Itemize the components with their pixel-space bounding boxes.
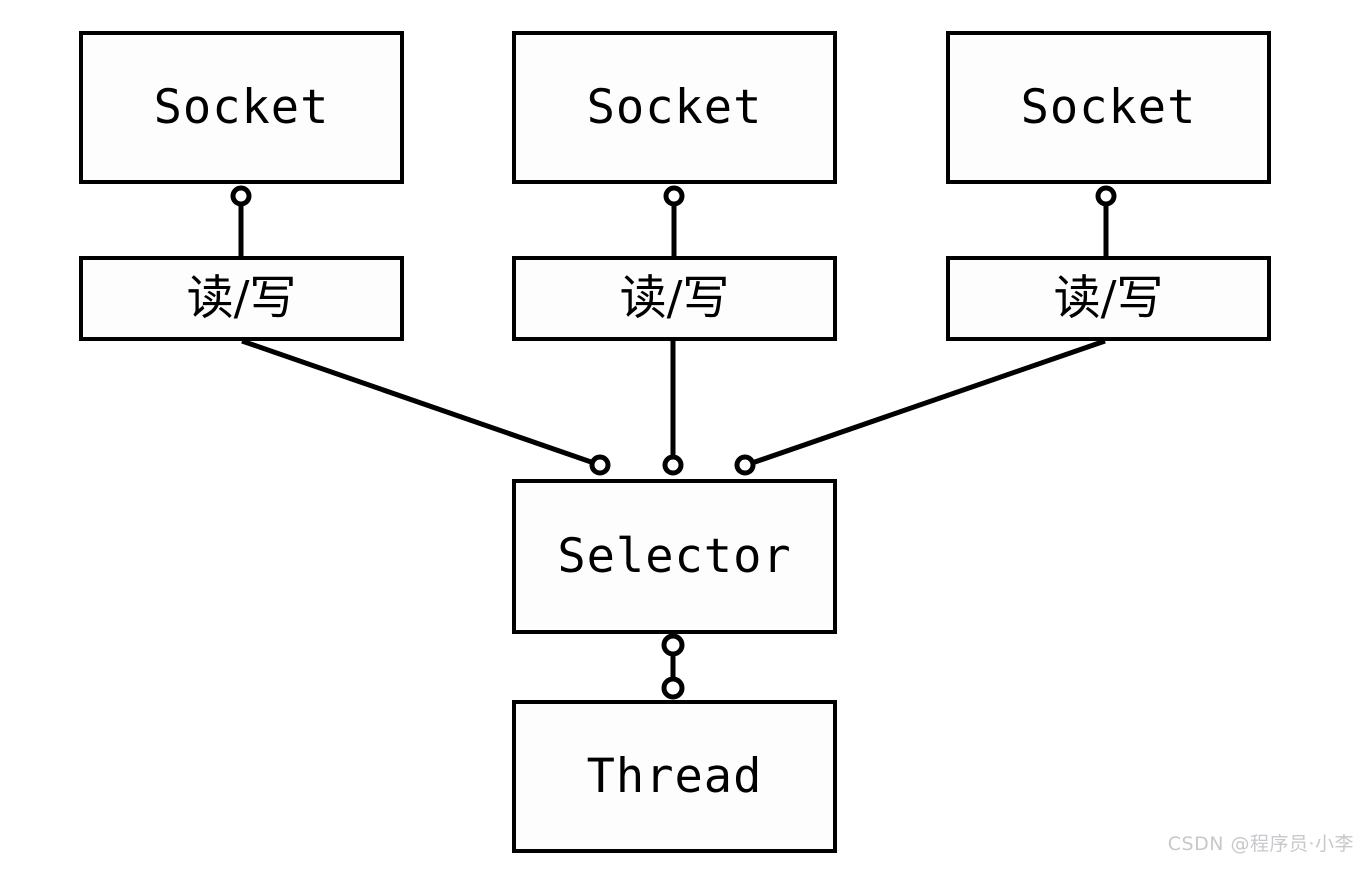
node-label-thread: Thread [586, 749, 763, 804]
node-rw-3[interactable]: 读/写 [946, 256, 1271, 341]
connector-endpoint-circle [662, 454, 684, 476]
connector-rw2-selector [662, 341, 684, 476]
node-label-rw-2: 读/写 [619, 271, 730, 326]
node-label-socket-2: Socket [586, 80, 763, 135]
connector-socket2-rw2 [663, 185, 685, 258]
watermark-text: CSDN @程序员·小李 [1167, 833, 1354, 855]
connector-rw1-selector [241, 338, 611, 476]
connector-rw3-selector [734, 338, 1106, 476]
connector-endpoint-circle [734, 454, 756, 476]
node-rw-2[interactable]: 读/写 [512, 256, 837, 341]
node-selector[interactable]: Selector [512, 479, 837, 634]
node-label-socket-3: Socket [1020, 80, 1197, 135]
connector-endpoint-circle [663, 185, 685, 207]
node-thread[interactable]: Thread [512, 700, 837, 853]
node-socket-1[interactable]: Socket [79, 31, 404, 184]
node-rw-1[interactable]: 读/写 [79, 256, 404, 341]
connector-socket3-rw3 [1095, 185, 1117, 258]
connector-socket1-rw1 [230, 185, 252, 258]
node-label-socket-1: Socket [153, 80, 330, 135]
connector-endpoint-circle [230, 185, 252, 207]
node-label-selector: Selector [557, 529, 792, 584]
connector-endpoint-circle [589, 454, 611, 476]
node-socket-3[interactable]: Socket [946, 31, 1271, 184]
connector-endpoint-circle [1095, 185, 1117, 207]
node-label-rw-3: 读/写 [1053, 271, 1164, 326]
node-socket-2[interactable]: Socket [512, 31, 837, 184]
node-label-rw-1: 读/写 [186, 271, 297, 326]
connector-selector-thread [661, 633, 685, 700]
connector-line [241, 338, 595, 466]
connector-endpoint-circle [661, 633, 685, 657]
connector-line [751, 338, 1106, 466]
connector-endpoint-circle [661, 676, 685, 700]
